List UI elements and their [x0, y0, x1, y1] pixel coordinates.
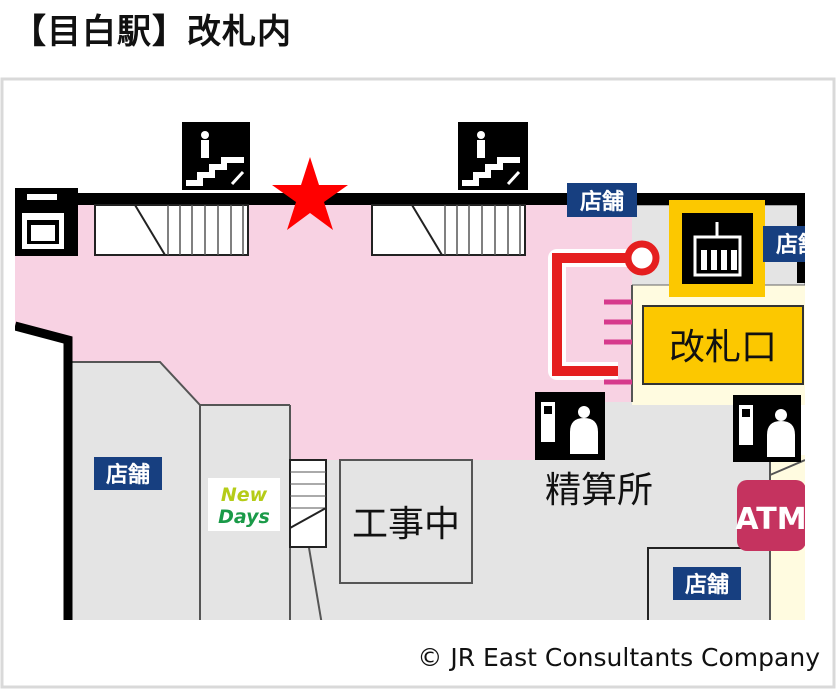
svg-text:ATM: ATM [735, 502, 806, 537]
route-line [548, 240, 660, 380]
wall-left [15, 321, 73, 620]
svg-text:店舗: 店舗 [106, 462, 150, 488]
svg-text:改札口: 改札口 [669, 327, 777, 368]
current-location-star-icon [272, 157, 348, 230]
ticket-gates [604, 299, 632, 385]
shop-label: 店舗 [567, 183, 637, 217]
page-title: 【目白駅】改札内 [12, 12, 292, 52]
stairs-1[interactable] [94, 204, 249, 256]
fare-adjustment-label: 精算所 [545, 470, 653, 511]
newdays-logo: New Days [208, 478, 280, 531]
svg-text:New: New [221, 484, 268, 506]
copyright-text: © JR East Consultants Company [417, 643, 820, 672]
fare-adjustment-icon [733, 395, 801, 462]
svg-text:店舗: 店舗 [580, 189, 624, 215]
elevator-icon[interactable] [669, 200, 765, 297]
coin-locker-icon [15, 188, 78, 256]
svg-text:店舗: 店舗 [685, 572, 729, 598]
svg-text:店舗: 店舗 [776, 232, 820, 258]
construction-label: 工事中 [352, 504, 460, 545]
shop-label: 店舗 [94, 457, 162, 490]
shop-label: 店舗 [763, 226, 820, 262]
fare-adjustment-icon [535, 392, 605, 460]
stairs-up-icon [182, 122, 250, 190]
atm-icon: ATM [735, 480, 806, 551]
stairs-3[interactable] [289, 459, 327, 548]
concourse [15, 205, 632, 460]
ticket-gate-sign: 改札口 [642, 305, 804, 385]
stairs-up-icon [458, 122, 528, 190]
shop-label: 店舗 [673, 567, 741, 600]
svg-text:Days: Days [218, 506, 270, 528]
stairs-2[interactable] [371, 204, 526, 256]
construction-box [339, 459, 473, 584]
